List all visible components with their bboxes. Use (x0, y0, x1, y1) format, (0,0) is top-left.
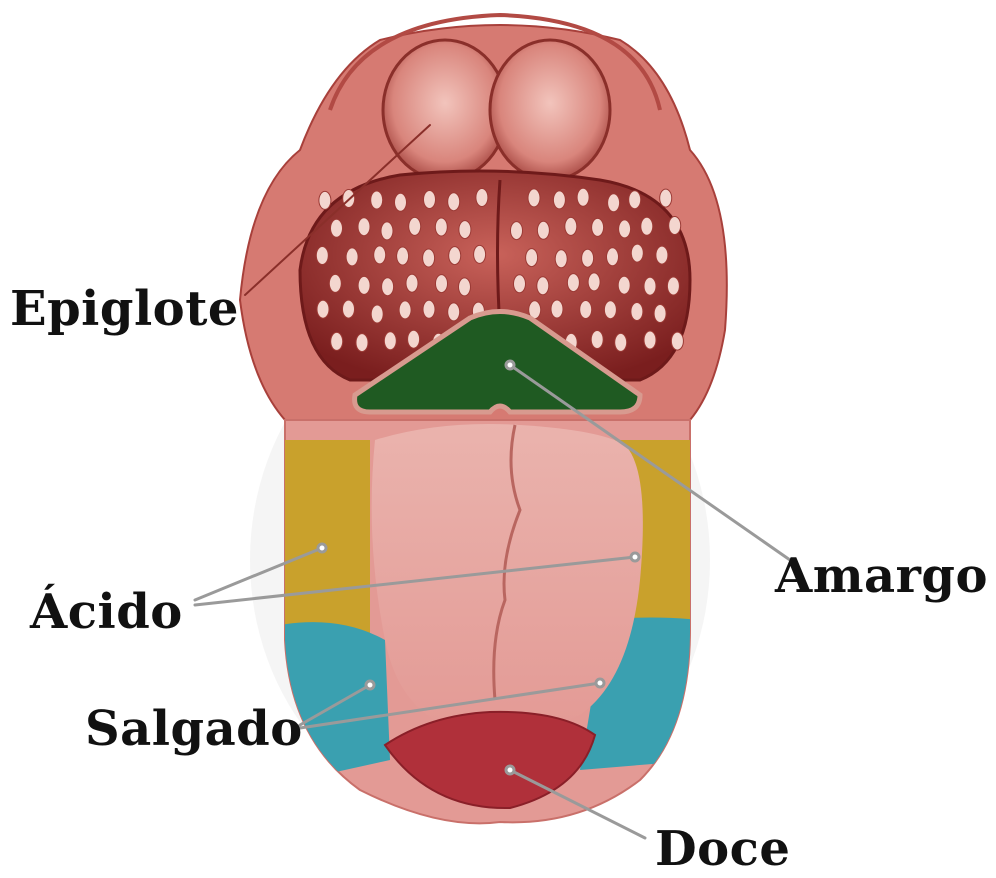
papilla (514, 275, 526, 293)
papilla (629, 191, 641, 209)
label-doce: Doce (655, 825, 790, 873)
papilla (423, 249, 435, 267)
papilla (459, 221, 471, 239)
papilla (343, 300, 355, 318)
papilla (604, 301, 616, 319)
papilla (316, 247, 328, 265)
papilla (374, 246, 386, 264)
papilla (591, 331, 603, 349)
epiglottis-lobe-right (490, 40, 610, 180)
papilla (619, 220, 631, 238)
papilla (526, 249, 538, 267)
papilla (474, 245, 486, 263)
arrow-doce-tip (506, 766, 514, 774)
papilla (397, 247, 409, 265)
papilla (551, 300, 563, 318)
papilla (592, 218, 604, 236)
label-epiglote: Epiglote (10, 285, 239, 333)
papilla (660, 189, 672, 207)
papilla (317, 300, 329, 318)
papilla (424, 191, 436, 209)
papilla (409, 217, 421, 235)
papilla (588, 273, 600, 291)
papilla (395, 193, 407, 211)
papilla (399, 301, 411, 319)
papilla (607, 248, 619, 266)
papilla (555, 250, 567, 268)
zone-sour-left (280, 440, 370, 640)
papilla (346, 248, 358, 266)
papilla (667, 277, 679, 295)
papilla (641, 217, 653, 235)
arrow-acido-left-tip (318, 544, 326, 552)
papilla (631, 303, 643, 321)
papilla (423, 300, 435, 318)
papilla (449, 247, 461, 265)
papilla (408, 330, 420, 348)
papilla (567, 274, 579, 292)
papilla (436, 275, 448, 293)
papilla (331, 219, 343, 237)
papilla (565, 217, 577, 235)
papilla (448, 193, 460, 211)
label-acido: Ácido (30, 588, 183, 636)
papilla (577, 188, 589, 206)
label-amargo: Amargo (775, 552, 988, 600)
papilla (671, 332, 683, 350)
papilla (435, 218, 447, 236)
papilla (331, 332, 343, 350)
papilla (537, 221, 549, 239)
papilla (644, 277, 656, 295)
papilla (371, 305, 383, 323)
arrow-salgado-left-tip (366, 681, 374, 689)
papilla (382, 278, 394, 296)
papilla (618, 276, 630, 294)
papilla (654, 305, 666, 323)
papilla (511, 222, 523, 240)
papilla (553, 191, 565, 209)
papilla (459, 278, 471, 296)
papilla (528, 189, 540, 207)
papilla (476, 189, 488, 207)
papilla (448, 303, 460, 321)
papilla (356, 334, 368, 352)
papilla (329, 274, 341, 292)
epiglottis-lobe-left (383, 40, 507, 180)
papilla (669, 217, 681, 235)
papilla (358, 218, 370, 236)
papilla (580, 301, 592, 319)
papilla (371, 191, 383, 209)
papilla (537, 277, 549, 295)
papilla (582, 249, 594, 267)
papilla (319, 191, 331, 209)
arrow-acido-right-tip (631, 553, 639, 561)
papilla (644, 331, 656, 349)
papilla (384, 332, 396, 350)
papilla (615, 333, 627, 351)
papilla (381, 222, 393, 240)
tongue-body (280, 420, 700, 823)
papilla (406, 274, 418, 292)
papilla (631, 244, 643, 262)
papilla (358, 276, 370, 294)
papilla (656, 246, 668, 264)
papilla (608, 194, 620, 212)
arrow-salgado-right-tip (596, 679, 604, 687)
label-salgado: Salgado (85, 705, 303, 753)
arrow-amargo-tip (506, 361, 514, 369)
